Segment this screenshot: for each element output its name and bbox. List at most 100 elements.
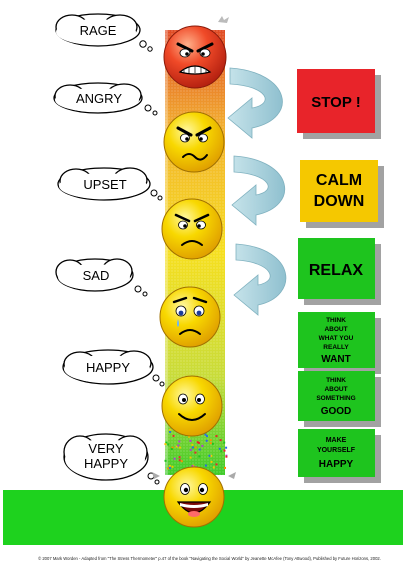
confetti-piece [188,435,191,438]
confetti-piece [201,444,204,447]
very-happy-face-icon [152,466,236,528]
card-make-happy-2: YOURSELF [317,447,356,454]
copyright-footer: © 2007 Mark Worden - Adapted from "The S… [38,556,381,561]
cloud-happy: HAPPY [62,349,165,387]
confetti-piece [171,465,174,468]
arrow-angry-back [227,67,283,139]
card-make-happy: MAKE YOURSELF HAPPY [298,429,381,483]
cloud-rage: RAGE [55,13,153,52]
confetti-piece [225,455,228,458]
confetti-piece [219,439,222,442]
card-think-want-3: WHAT YOU [319,335,354,342]
confetti-piece [167,443,170,446]
mood-label-sad: SAD [83,268,110,283]
confetti-piece [220,450,223,453]
cloud-very-happy: VERY HAPPY [63,433,160,485]
confetti-piece [198,448,201,451]
confetti-piece [191,443,194,446]
card-make-happy-3: HAPPY [319,459,354,470]
mood-label-rage: RAGE [80,23,117,38]
confetti-piece [224,466,226,469]
card-calm-down-line2: DOWN [314,193,365,210]
confetti-piece [189,456,192,459]
confetti-piece [165,441,168,444]
card-make-happy-1: MAKE [326,437,347,444]
card-think-want-4: REALLY [323,344,349,351]
arrow-upset-back [231,155,285,226]
confetti-piece [191,465,194,468]
confetti-piece [164,459,167,462]
confetti-piece [179,446,182,449]
card-think-good-3: SOMETHING [316,395,355,402]
card-stop-text: STOP ! [311,94,360,111]
confetti-piece [194,446,197,449]
confetti-piece [180,460,183,463]
card-stop: STOP ! [297,69,381,139]
confetti-piece [170,448,173,451]
mood-label-very-happy-2: HAPPY [84,456,128,471]
confetti-piece [215,435,218,438]
confetti-piece [208,454,211,457]
confetti-piece [168,466,171,469]
confetti-piece [191,446,194,449]
cloud-angry: ANGRY [53,82,158,116]
confetti-piece [173,457,176,460]
confetti-piece [210,454,213,457]
confetti-piece [172,434,175,437]
card-think-want: THINK ABOUT WHAT YOU REALLY WANT [298,312,381,374]
confetti-piece [189,439,192,442]
mood-label-happy: HAPPY [86,360,130,375]
card-relax-text: RELAX [309,262,364,279]
confetti-piece [204,464,207,467]
confetti-piece [210,460,213,463]
card-think-want-5: WANT [321,354,350,365]
card-relax: RELAX [298,238,381,305]
confetti-piece [178,440,181,443]
confetti-piece [209,439,212,442]
rage-face-icon [163,16,229,89]
confetti-piece [169,430,172,433]
confetti-piece [197,441,200,444]
arrow-sad-back [233,243,287,316]
confetti-piece [196,441,199,444]
confetti-piece [194,451,197,454]
angry-face-icon [163,111,225,173]
confetti-piece [223,449,226,452]
confetti-piece [209,442,212,445]
confetti-piece [212,466,215,469]
confetti-piece [205,439,208,442]
card-think-want-1: THINK [326,317,346,324]
confetti-piece [178,459,181,462]
confetti-piece [218,447,221,450]
confetti-piece [175,445,178,448]
card-think-want-2: ABOUT [324,326,347,333]
upset-face-icon [161,198,223,260]
cloud-upset: UPSET [57,167,163,201]
card-think-good-2: ABOUT [324,386,347,393]
happy-face-icon [161,375,223,437]
confetti-piece [223,441,226,444]
confetti-piece [178,456,181,459]
cloud-sad: SAD [55,258,148,297]
confetti-piece [164,443,167,446]
confetti-piece [171,446,174,449]
confetti-piece [206,435,208,438]
card-think-good-1: THINK [326,377,346,384]
card-calm-down: CALM DOWN [300,160,384,228]
card-calm-down-line1: CALM [316,172,362,189]
confetti-piece [215,463,218,466]
mood-label-angry: ANGRY [76,91,122,106]
card-think-good: THINK ABOUT SOMETHING GOOD [298,371,381,427]
confetti-piece [177,444,180,447]
confetti-piece [211,442,214,445]
confetti-piece [168,464,171,467]
sad-face-icon [159,286,221,348]
confetti-piece [198,455,201,458]
confetti-piece [204,433,207,436]
confetti-piece [169,428,172,431]
card-think-good-4: GOOD [321,406,352,417]
confetti-piece [225,446,228,449]
confetti-piece [167,467,170,470]
mood-label-very-happy-1: VERY [88,441,123,456]
mood-label-upset: UPSET [83,177,126,192]
